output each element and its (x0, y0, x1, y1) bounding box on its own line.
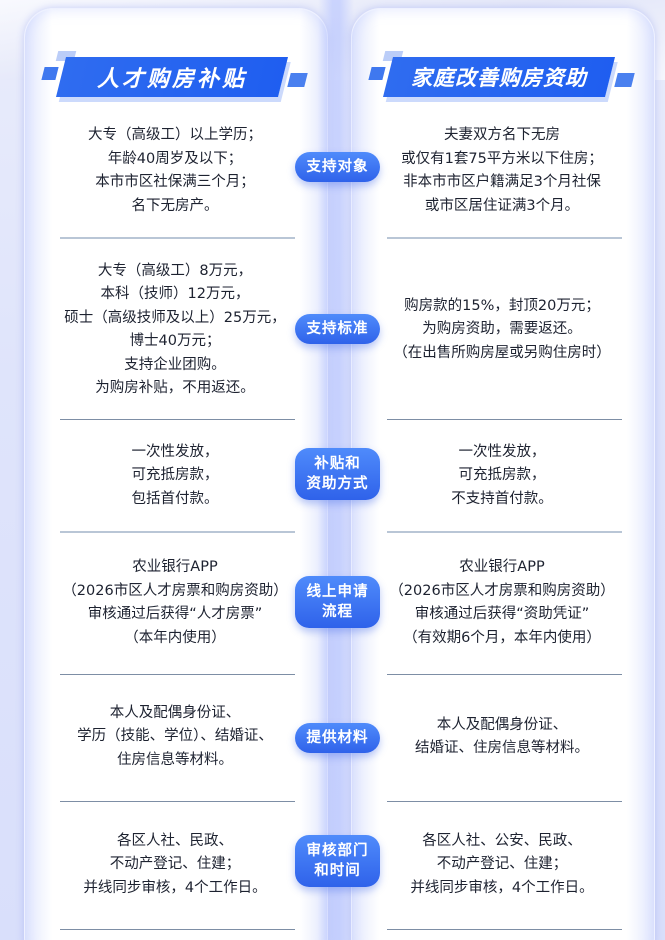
card-title: 人才购房补贴 (96, 67, 247, 92)
review-dept-text: 各区人社、公安、民政、 不动产登记、住建； 并线同步审核，4个工作日。 (410, 832, 594, 896)
application-process-text: 农业银行APP （2026市区人才房票和购房资助） 审核通过后获得“资助凭证” … (389, 559, 615, 646)
eligibility-text: 夫妻双方名下无房 或仅有1套75平方米以下住房； 非本市市区户籍满足3个月社保 … (401, 127, 603, 214)
row-divider (387, 801, 622, 802)
row-divider (60, 929, 295, 930)
materials-text: 本人及配偶身份证、 学历（技能、学位）、结婚证、 住房信息等材料。 (77, 704, 273, 768)
card-header-banner: 人才购房补贴 (41, 51, 313, 101)
category-pill-materials: 提供材料 (295, 723, 380, 753)
category-pill-payment-method: 补贴和 资助方式 (295, 448, 380, 500)
row-divider (387, 929, 622, 930)
category-pill-standard: 支持标准 (295, 314, 380, 344)
row-divider (60, 237, 295, 239)
category-pill-review-dept: 审核部门 和时间 (295, 835, 380, 887)
banner-decoration-icon (614, 73, 635, 87)
standard-text: 大专（高级工）8万元， 本科（技师）12万元， 硕士（高级技师及以上）25万元，… (64, 262, 286, 397)
family-housing-aid-card: 家庭改善购房资助 夫妻双方名下无房 或仅有1套75平方米以下住房； 非本市市区户… (351, 8, 655, 940)
category-pill-eligibility: 支持对象 (295, 152, 380, 182)
row-divider (387, 674, 622, 675)
standard-text: 购房款的15%，封顶20万元； 为购房资助，需要返还。 （在出售所购房屋或另购住… (393, 297, 611, 361)
payment-method-text: 一次性发放， 可充抵房款， 包括首付款。 (131, 443, 219, 507)
row-divider (60, 801, 295, 802)
row-divider (387, 237, 622, 239)
payment-method-text: 一次性发放， 可充抵房款， 不支持首付款。 (451, 443, 553, 507)
materials-text: 本人及配偶身份证、 结婚证、住房信息等材料。 (415, 716, 589, 757)
row-divider (387, 531, 622, 533)
category-pill-application-process: 线上申请 流程 (295, 576, 380, 628)
banner-decoration-icon (368, 67, 386, 80)
row-divider (387, 419, 622, 420)
talent-subsidy-card: 人才购房补贴 大专（高级工）以上学历； 年龄40周岁及以下； 本市市区社保满三个… (24, 8, 328, 940)
row-divider (60, 531, 295, 533)
application-process-text: 农业银行APP （2026市区人才房票和购房资助） 审核通过后获得“人才房票” … (62, 559, 288, 646)
row-divider (60, 419, 295, 420)
eligibility-text: 大专（高级工）以上学历； 年龄40周岁及以下； 本市市区社保满三个月； 名下无房… (88, 127, 262, 214)
banner-decoration-icon (41, 67, 59, 80)
review-dept-text: 各区人社、民政、 不动产登记、住建； 并线同步审核，4个工作日。 (83, 832, 267, 896)
card-title: 家庭改善购房资助 (411, 66, 587, 90)
card-header-banner: 家庭改善购房资助 (368, 51, 640, 101)
row-divider (60, 674, 295, 675)
banner-decoration-icon (287, 73, 308, 87)
